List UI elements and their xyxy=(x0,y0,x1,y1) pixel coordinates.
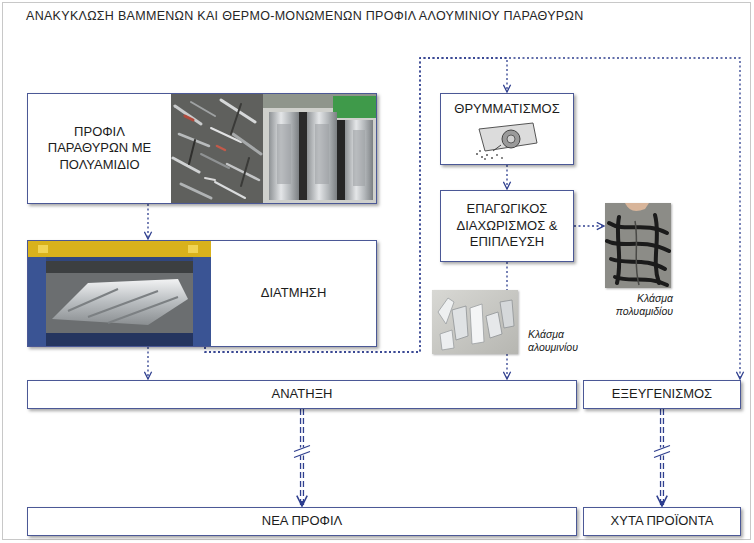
flow-connector xyxy=(574,225,604,226)
flow-connector xyxy=(300,409,304,506)
illustration xyxy=(171,94,263,203)
process-box: ΘΡΥΜΜΑΤΙΣΜΟΣ xyxy=(440,93,574,165)
process-box: ΕΠΑΓΩΓΙΚΟΣ ΔΙΑΧΩΡΙΣΜΟΣ & ΕΠΙΠΛΕΥΣΗ xyxy=(440,190,574,262)
photo-caption: Κλάσμα αλουμινίου xyxy=(528,328,596,354)
process-box: ΠΡΟΦΙΛ ΠΑΡΑΘΥΡΩΝ ΜΕ ΠΟΛΥΑΜΙΔΙΟ xyxy=(27,93,377,204)
box-label: ΑΝΑΤΗΞΗ xyxy=(272,386,333,403)
process-box: ΔΙΑΤΜΗΣΗ xyxy=(27,240,377,347)
box-label: ΧΥΤΑ ΠΡΟΪΟΝΤΑ xyxy=(611,513,714,530)
box-label: ΔΙΑΤΜΗΣΗ xyxy=(211,285,376,302)
box-label: ΝΕΑ ΠΡΟΦΙΛ xyxy=(262,513,342,530)
frame-border xyxy=(3,3,751,540)
box-label: ΠΡΟΦΙΛ ΠΑΡΑΘΥΡΩΝ ΜΕ ΠΟΛΥΑΜΙΔΙΟ xyxy=(28,124,171,174)
flow-connector xyxy=(506,262,507,290)
illustration xyxy=(263,94,376,203)
photo-box: Κλάσμα αλουμινίου xyxy=(432,290,598,354)
photo xyxy=(432,290,518,354)
box-label: ΕΞΕΥΓΕΝΙΣΜΟΣ xyxy=(612,386,712,403)
photo xyxy=(605,203,671,288)
flow-connector xyxy=(506,354,507,379)
diagram-title: ΑΝΑΚΥΚΛΩΣΗ ΒΑΜΜΕΝΩΝ ΚΑΙ ΘΕΡΜΟ-ΜΟΝΩΜΕΝΩΝ … xyxy=(26,9,583,23)
process-bar: ΑΝΑΤΗΞΗ xyxy=(27,380,577,409)
flow-connector xyxy=(147,347,148,379)
break-mark xyxy=(654,446,670,458)
output-bar: ΧΥΤΑ ΠΡΟΪΟΝΤΑ xyxy=(583,507,741,536)
box-label: ΕΠΑΓΩΓΙΚΟΣ ΔΙΑΧΩΡΙΣΜΟΣ & ΕΠΙΠΛΕΥΣΗ xyxy=(447,201,567,251)
illustration xyxy=(471,121,543,161)
flow-connector xyxy=(506,165,507,189)
illustration xyxy=(28,241,211,346)
break-mark xyxy=(294,446,310,458)
output-bar: ΝΕΑ ΠΡΟΦΙΛ xyxy=(27,507,577,536)
box-label: ΘΡΥΜΜΑΤΙΣΜΟΣ xyxy=(441,94,573,118)
photo-box: Κλάσμα πολυαμιδίου xyxy=(603,203,673,318)
photo-caption: Κλάσμα πολυαμιδίου xyxy=(603,292,673,318)
flow-connector xyxy=(660,409,664,506)
process-bar: ΕΞΕΥΓΕΝΙΣΜΟΣ xyxy=(583,380,741,409)
flow-connector xyxy=(147,204,148,239)
